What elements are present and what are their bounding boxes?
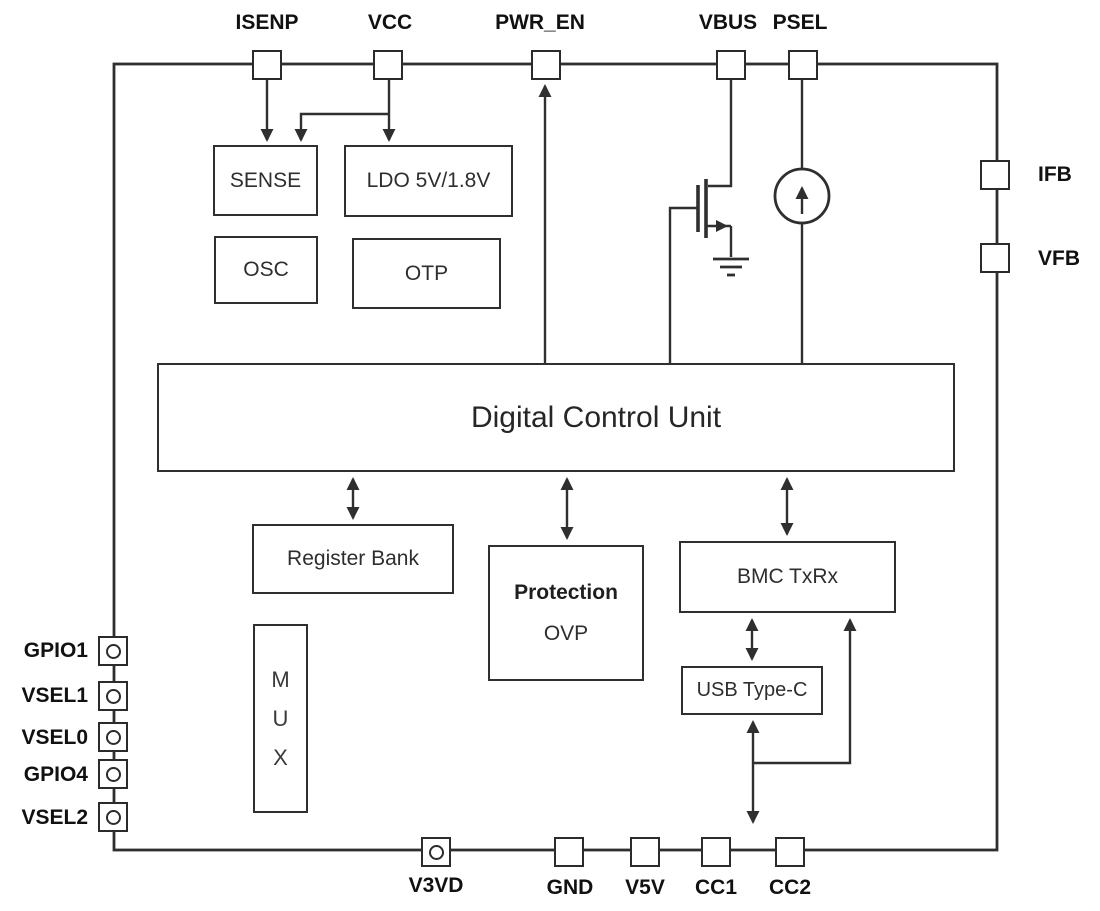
pin-dot <box>428 844 444 860</box>
block-protection: Protection OVP <box>488 545 644 681</box>
wire-cc-bmc <box>753 618 857 765</box>
pin-ifb <box>980 160 1010 190</box>
block-osc-label: OSC <box>243 258 289 281</box>
block-protection-title: Protection <box>514 580 618 604</box>
block-usb-label: USB Type-C <box>696 679 808 701</box>
block-dcu-label: Digital Control Unit <box>470 400 722 434</box>
pin-vsel0 <box>98 722 128 752</box>
pin-label-vsel0: VSEL0 <box>21 726 88 749</box>
block-otp: OTP <box>352 238 501 309</box>
pin-label-psel: PSEL <box>772 11 828 34</box>
pin-label-cc2: CC2 <box>768 876 811 899</box>
block-usb-type-c: USB Type-C <box>681 666 823 715</box>
block-protection-sub: OVP <box>543 621 589 645</box>
pin-label-isenp: ISENP <box>235 11 299 34</box>
block-sense-label: SENSE <box>229 168 302 192</box>
pin-pwr-en <box>531 50 561 80</box>
block-bmc-label: BMC TxRx <box>736 565 839 588</box>
ground-icon <box>713 257 749 277</box>
pin-label-gpio1: GPIO1 <box>23 639 88 662</box>
pin-label-vsel1: VSEL1 <box>21 684 88 707</box>
wire-gate-dcu <box>668 206 698 363</box>
pin-dot <box>105 729 121 745</box>
block-bmc-txrx: BMC TxRx <box>679 541 896 613</box>
pin-label-gpio4: GPIO4 <box>23 763 88 786</box>
pin-v3vd <box>421 837 451 867</box>
pin-label-vsel2: VSEL2 <box>21 806 88 829</box>
block-digital-control-unit: Digital Control Unit <box>157 363 955 472</box>
pin-vfb <box>980 243 1010 273</box>
pin-gpio4 <box>98 759 128 789</box>
pin-v5v <box>630 837 660 867</box>
pin-gnd <box>554 837 584 867</box>
block-sense: SENSE <box>213 145 318 216</box>
block-otp-label: OTP <box>404 261 449 285</box>
pin-label-pwr-en: PWR_EN <box>495 11 585 34</box>
block-mux: M U X <box>253 624 308 813</box>
pin-dot <box>105 643 121 659</box>
block-register-bank: Register Bank <box>252 524 454 594</box>
pin-label-v3vd: V3VD <box>408 874 464 897</box>
block-ldo: LDO 5V/1.8V <box>344 145 513 217</box>
pin-isenp <box>252 50 282 80</box>
pin-label-vbus: VBUS <box>698 11 758 34</box>
pin-dot <box>105 688 121 704</box>
pin-cc2 <box>775 837 805 867</box>
pin-label-vfb: VFB <box>1038 247 1080 270</box>
pin-label-v5v: V5V <box>625 876 665 899</box>
block-register-bank-label: Register Bank <box>287 547 419 570</box>
pin-psel <box>788 50 818 80</box>
nmos-pass-fet-icon <box>668 179 733 363</box>
pin-dot <box>105 809 121 825</box>
wire-vbus-fet <box>708 80 733 188</box>
pin-gpio1 <box>98 636 128 666</box>
pin-label-gnd: GND <box>546 876 594 899</box>
pin-label-vcc: VCC <box>367 11 413 34</box>
current-source-icon <box>773 167 831 225</box>
pin-vsel2 <box>98 802 128 832</box>
block-mux-letter-m: M <box>271 666 290 692</box>
block-ldo-label: LDO 5V/1.8V <box>366 169 491 192</box>
pin-vsel1 <box>98 681 128 711</box>
pin-dot <box>105 766 121 782</box>
block-mux-letter-x: X <box>273 744 288 770</box>
pin-label-cc1: CC1 <box>694 876 737 899</box>
block-osc: OSC <box>214 236 318 304</box>
pin-cc1 <box>701 837 731 867</box>
pin-vcc <box>373 50 403 80</box>
pin-vbus <box>716 50 746 80</box>
block-mux-letter-u: U <box>272 705 289 731</box>
pin-label-ifb: IFB <box>1038 163 1072 186</box>
wire-vcc-sense <box>294 112 389 142</box>
